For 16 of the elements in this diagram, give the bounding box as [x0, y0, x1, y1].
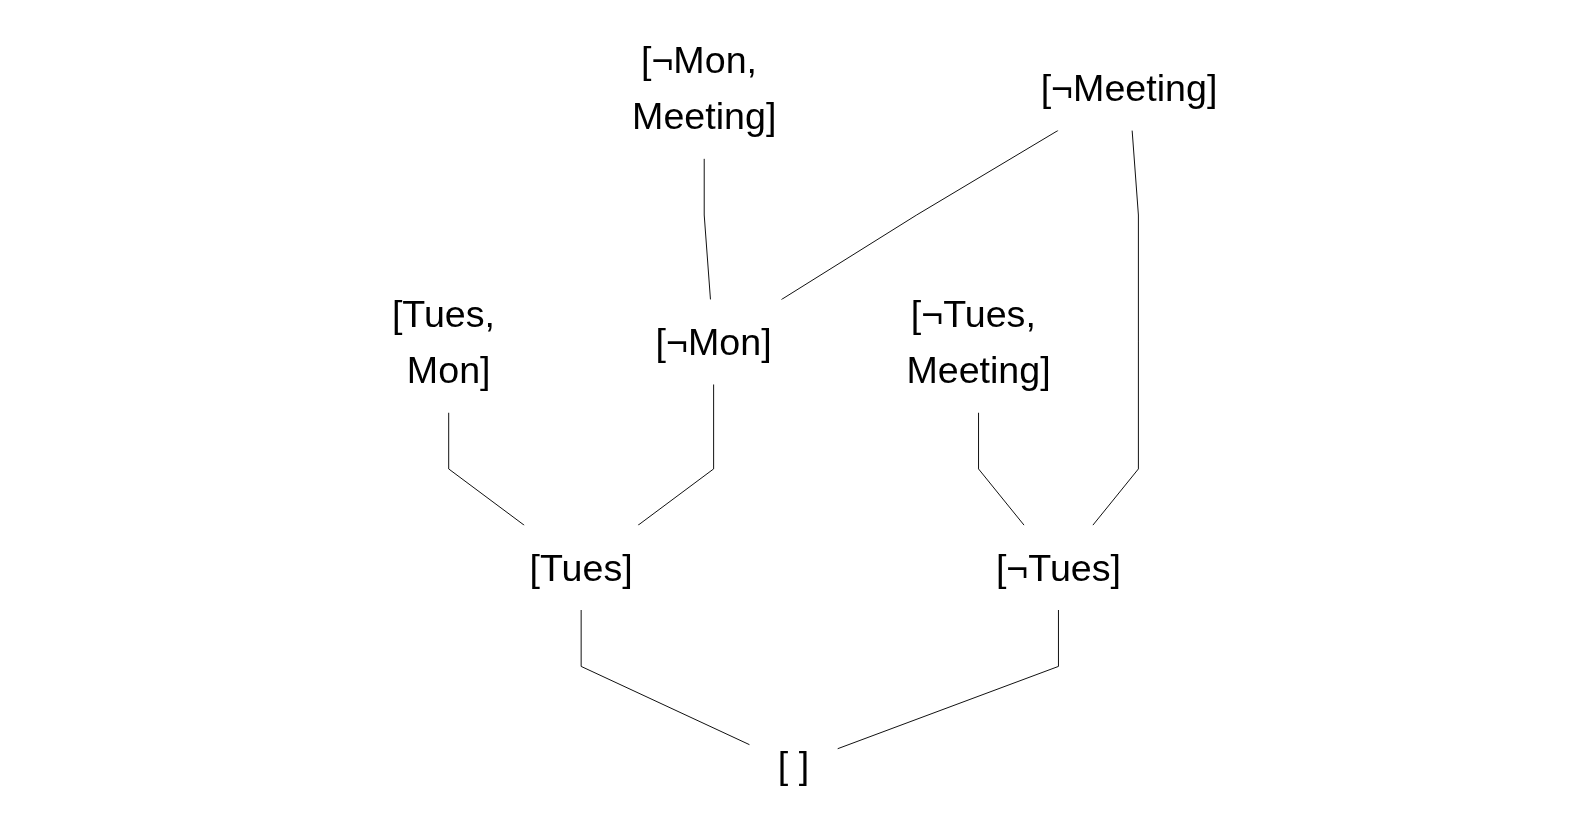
connector: [780, 129, 1059, 301]
connector: [637, 383, 715, 526]
node-text: [¬Tues]: [995, 546, 1122, 589]
node-text: [¬Tues, Meeting]: [906, 293, 1051, 391]
connector: [836, 609, 1059, 750]
node-text: [¬Mon, Meeting]: [632, 39, 777, 137]
connector: [978, 412, 1025, 526]
connector: [1092, 129, 1139, 526]
node-text: [Tues]: [529, 546, 633, 589]
connector: [448, 412, 525, 526]
node-text: [¬Meeting]: [1040, 67, 1218, 109]
connector: [580, 609, 751, 746]
connector: [703, 158, 711, 301]
node-text: [Tues, Mon]: [391, 293, 496, 391]
node-text: [¬Mon]: [655, 321, 772, 363]
node-text: [ ]: [777, 744, 810, 786]
